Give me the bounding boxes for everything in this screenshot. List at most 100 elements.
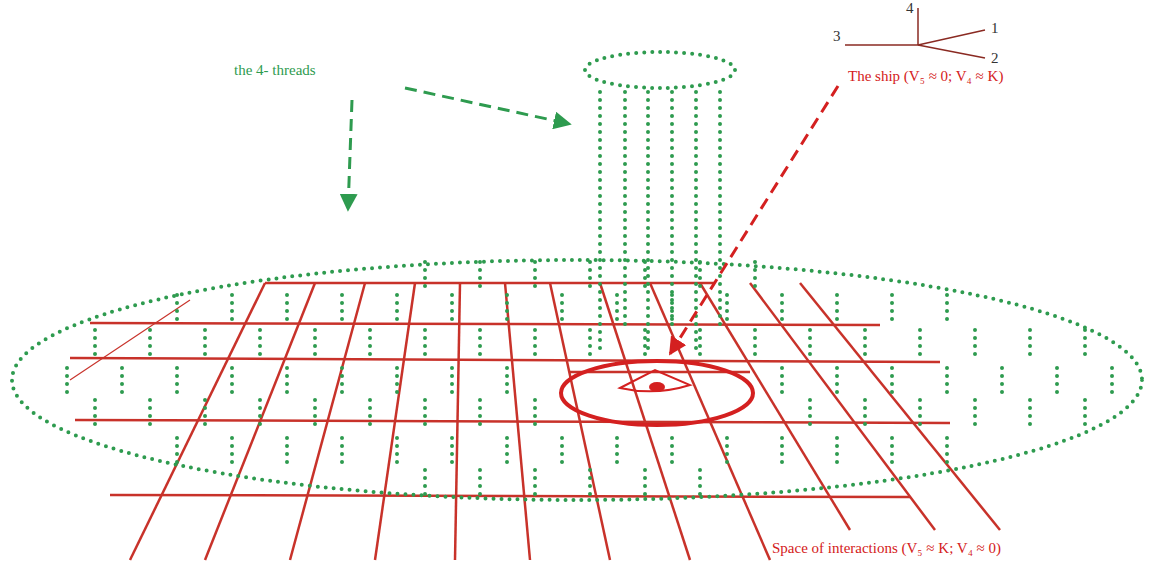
thread-line [423,330,427,360]
thread-line [285,438,289,468]
thread-line [780,295,784,325]
thread-line [808,400,812,430]
thread-line [313,400,317,430]
thread-line [835,295,839,325]
thread-line [725,295,729,325]
thread-line [148,330,152,360]
thread-line [450,438,454,468]
thread-line [395,368,399,398]
thread-line [313,330,317,360]
thread-line [148,400,152,430]
axis-number: 1 [989,20,1001,37]
thread-line [1083,400,1087,430]
thread-line [945,295,949,325]
thread-line [1110,368,1114,398]
thread-line [285,368,289,398]
thread-line [780,438,784,468]
thread-line [646,92,650,355]
thread-line [203,400,207,430]
thread-line [478,470,482,500]
ship-symbol [561,361,753,425]
thread-line [670,438,674,468]
thread-line [93,400,97,430]
thread-line [340,438,344,468]
thread-line [890,438,894,468]
thread-line [890,295,894,325]
thread-line [423,262,427,292]
thread-line [65,368,69,398]
thread-line [478,400,482,430]
thread-line [945,368,949,398]
thread-line [698,330,702,360]
thread-line [230,295,234,325]
thread-line [643,470,647,500]
thread-line [598,92,602,355]
thread-line [478,262,482,292]
leader-arrows [348,86,838,354]
thread-line [423,400,427,430]
thread-line [753,330,757,360]
thread-line [175,438,179,468]
interaction-grid [70,283,1000,560]
thread-line [808,330,812,360]
thread-line [175,368,179,398]
thread-line [340,295,344,325]
thread-line [368,400,372,430]
grid-line [205,283,315,560]
thread-line [835,438,839,468]
thread-line [725,438,729,468]
axes-symbol [845,8,985,58]
grid-line [455,283,460,560]
thread-line [1028,330,1032,360]
thread-line [588,262,592,292]
callout-label: the 4- threads [232,62,318,79]
thread-line [340,368,344,398]
thread-line [973,330,977,360]
thread-line [258,400,262,430]
thread-line [560,295,564,325]
thread-line [1083,330,1087,360]
thread-line [230,438,234,468]
thread-line [285,295,289,325]
thread-line [533,400,537,430]
thread-line [203,330,207,360]
thread-line [533,262,537,292]
grid-line [505,283,530,560]
thread-line [395,438,399,468]
thread-line [423,470,427,500]
thread-line [753,262,757,292]
thread-line [973,400,977,430]
thread-line [698,470,702,500]
thread-line [863,400,867,430]
axis-number: 2 [989,50,1001,67]
thread-line [175,295,179,325]
thread-line [918,330,922,360]
thread-line [478,330,482,360]
axis-number: 3 [831,28,843,45]
thread-line [863,330,867,360]
thread-line [1000,368,1004,398]
thread-line [560,438,564,468]
grid-line [290,283,365,560]
thread-line [623,92,627,330]
thread-line [615,438,619,468]
thread-line [505,368,509,398]
callout-label: The ship (V₅ ≈ 0; V₄ ≈ K) [846,68,1005,85]
thread-line [1028,400,1032,430]
thread-line [533,330,537,360]
thread-line [120,368,124,398]
thread-line [615,295,619,325]
thread-line [918,400,922,430]
thread-line [698,262,702,292]
region-label: Space of interactions (V₅ ≈ K; V₄ ≈ 0) [770,540,1003,557]
grid-line [130,283,265,560]
thread-line [505,295,509,325]
thread-line [258,330,262,360]
thread-line [890,368,894,398]
thread-line [718,92,722,330]
thread-line [450,295,454,325]
thread-line [588,470,592,500]
thread-line [643,330,647,360]
